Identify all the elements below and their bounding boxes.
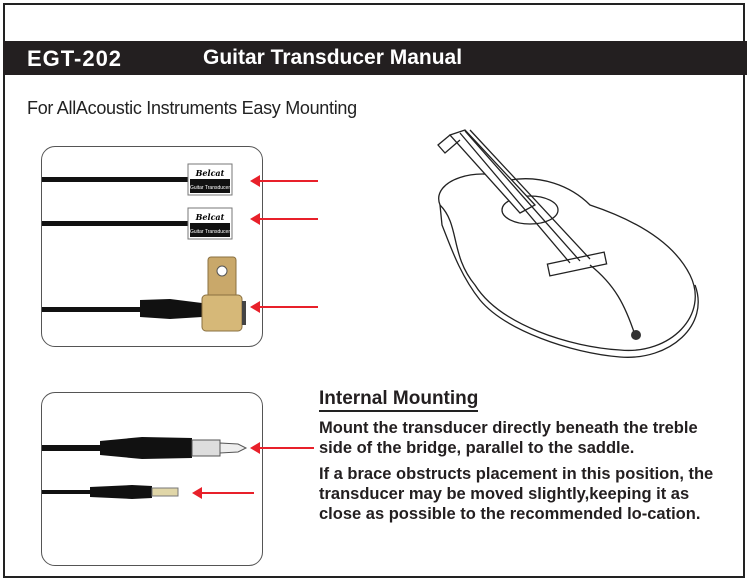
arrow-pickup-2 [250, 213, 318, 225]
manual-title: Guitar Transducer Manual [203, 46, 463, 69]
guitar-illustration [437, 129, 699, 358]
instruction-paragraph-2: If a brace obstructs placement in this p… [319, 465, 714, 523]
internal-mounting-section: Internal Mounting Mount the transducer d… [319, 388, 729, 530]
instruction-paragraph-1: Mount the transducer directly beneath th… [319, 419, 698, 457]
page-border [3, 3, 745, 578]
plugs-illustration-box [41, 392, 263, 566]
pickup-brand-2: Belcat [195, 212, 225, 222]
pickup-name-2: Guitar Transducer [190, 229, 230, 235]
pickups-illustration-box: Belcat Guitar Transducer Belcat Guitar T… [41, 146, 263, 347]
arrow-quarter-inch-plug [250, 442, 314, 454]
pickup-name: Guitar Transducer [190, 185, 230, 191]
pickup-2 [187, 207, 233, 240]
pickup-1 [187, 163, 233, 196]
subtitle: For AllAcoustic Instruments Easy Mountin… [27, 98, 357, 118]
model-code: EGT-202 [27, 46, 123, 71]
arrow-jack-pickup [250, 301, 318, 313]
arrow-pickup-1 [250, 175, 318, 187]
plugs-illustration [42, 437, 248, 499]
header-bar: EGT-202 Guitar Transducer Manual [3, 41, 747, 75]
arrow-eighth-inch-plug [192, 487, 254, 499]
pickups-illustration: Belcat Guitar Transducer Belcat Guitar T… [42, 163, 246, 332]
pickup-brand: Belcat [195, 168, 225, 178]
section-heading: Internal Mounting [319, 388, 479, 412]
